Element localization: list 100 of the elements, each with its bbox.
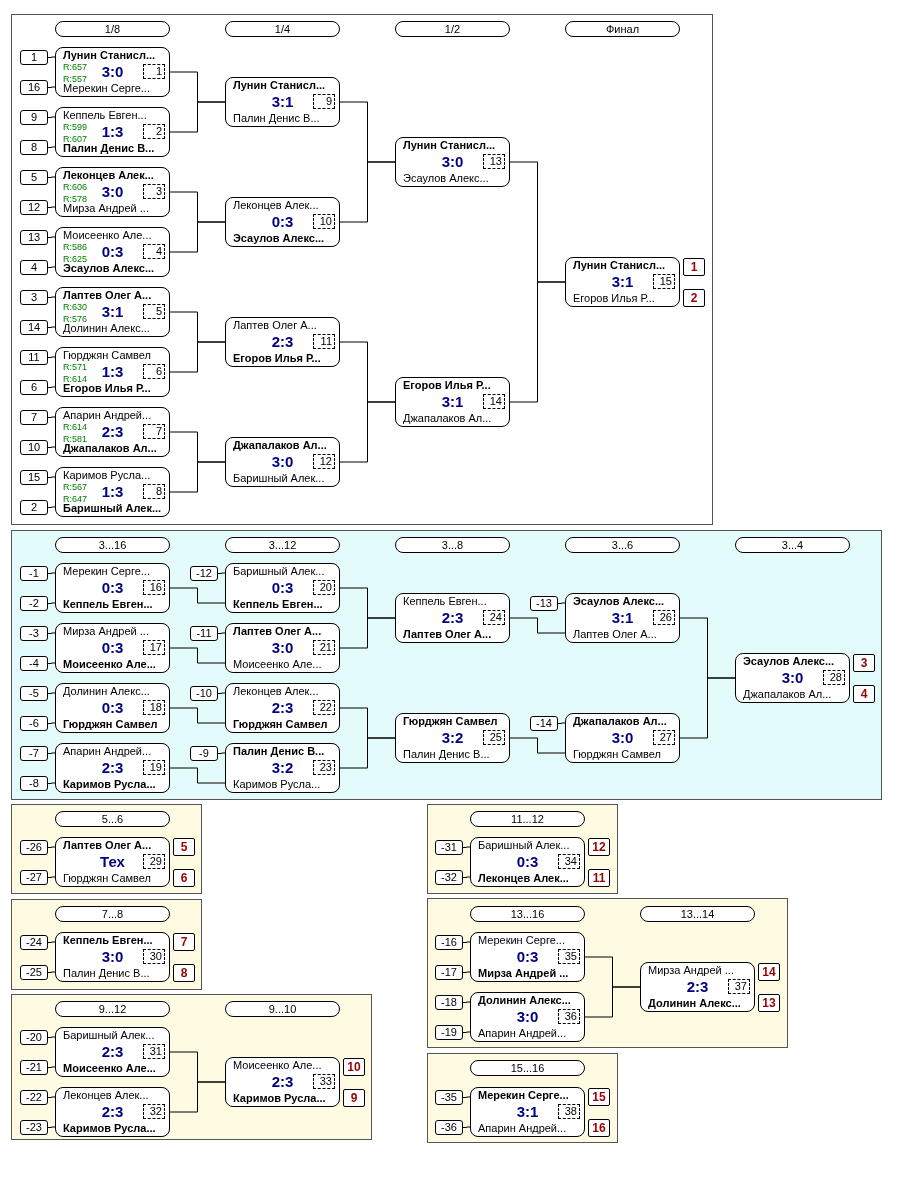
match-number: 15 xyxy=(653,274,675,289)
place-number: 6 xyxy=(173,869,195,887)
bracket-panel xyxy=(427,1053,618,1143)
match-card xyxy=(565,593,680,643)
player-name: Долинин Алекс... xyxy=(478,994,571,1007)
rating: R:614 xyxy=(63,422,88,432)
bracket-line xyxy=(462,1096,471,1098)
player-name: Лунин Станисл... xyxy=(233,79,326,92)
bracket-line xyxy=(47,752,56,754)
bracket-panel xyxy=(11,804,202,894)
round-header: 3...12 xyxy=(225,537,340,553)
bracket-panel xyxy=(11,899,202,990)
match-score: 2:3 xyxy=(101,1103,124,1120)
match-score: 0:3 xyxy=(101,699,124,716)
round-header: 13...16 xyxy=(470,906,585,922)
round-header: 3...8 xyxy=(395,537,510,553)
match-card xyxy=(55,932,170,982)
match-card xyxy=(395,137,510,187)
player-name: Джапалаков Ал... xyxy=(743,688,832,701)
round-header: 1/4 xyxy=(225,21,340,37)
match-score: 3:1 xyxy=(611,609,634,626)
rating: R:567 xyxy=(63,482,88,492)
player-name: Баришный Алек... xyxy=(233,472,325,485)
bracket-line xyxy=(47,56,56,58)
match-number: 30 xyxy=(143,949,165,964)
match-card xyxy=(55,347,170,397)
player-name: Эсаулов Алекс... xyxy=(63,262,155,275)
player-name: Джапалаков Ал... xyxy=(403,412,492,425)
seed-box: 14 xyxy=(20,320,48,335)
player-name: Эсаулов Алекс... xyxy=(573,595,665,608)
match-score: 0:3 xyxy=(101,579,124,596)
player-name: Егоров Илья Р... xyxy=(573,292,655,305)
bracket-line xyxy=(47,416,56,418)
round-header: 3...6 xyxy=(565,537,680,553)
match-score: 2:3 xyxy=(271,333,294,350)
match-number: 6 xyxy=(143,364,165,379)
rating: R:630 xyxy=(63,302,88,312)
match-number: 18 xyxy=(143,700,165,715)
seed-box: -9 xyxy=(190,746,218,761)
match-card xyxy=(640,962,755,1012)
place-number: 2 xyxy=(683,289,705,307)
place-number: 10 xyxy=(343,1058,365,1076)
seed-box: -18 xyxy=(435,995,463,1010)
player-name: Палин Денис В... xyxy=(63,967,150,980)
match-number: 4 xyxy=(143,244,165,259)
match-card xyxy=(55,227,170,277)
player-name: Лаптев Олег А... xyxy=(573,628,657,641)
seed-box: -35 xyxy=(435,1090,463,1105)
seed-box: -11 xyxy=(190,626,218,641)
match-score: 2:3 xyxy=(101,423,124,440)
player-name: Долинин Алекс... xyxy=(648,997,741,1010)
match-score: 1:3 xyxy=(101,363,124,380)
player-name: Мирза Андрей ... xyxy=(648,964,734,977)
match-number: 3 xyxy=(143,184,165,199)
player-name: Палин Денис В... xyxy=(63,142,155,155)
bracket-line xyxy=(169,1081,226,1113)
player-name: Апарин Андрей... xyxy=(63,409,152,422)
bracket-panel xyxy=(11,994,372,1140)
seed-box: -26 xyxy=(20,840,48,855)
match-card xyxy=(225,623,340,673)
bracket-line xyxy=(47,1096,56,1098)
bracket-line xyxy=(557,602,566,604)
place-number: 8 xyxy=(173,964,195,982)
seed-box: -19 xyxy=(435,1025,463,1040)
bracket-line xyxy=(339,401,396,463)
match-card xyxy=(225,77,340,127)
player-name: Кеппель Евген... xyxy=(63,598,153,611)
player-name: Гюрджян Самвел xyxy=(233,718,328,731)
match-number: 21 xyxy=(313,640,335,655)
bracket-line xyxy=(47,941,56,943)
match-score: 3:0 xyxy=(441,153,464,170)
place-number: 9 xyxy=(343,1089,365,1107)
bracket-line xyxy=(462,971,471,973)
bracket-line xyxy=(462,1031,471,1033)
player-name: Лаптев Олег А... xyxy=(403,628,492,641)
place-number: 14 xyxy=(758,963,780,981)
player-name: Мерекин Серге... xyxy=(478,1089,569,1102)
player-name: Моисеенко Але... xyxy=(63,1062,156,1075)
seed-box: 5 xyxy=(20,170,48,185)
seed-box: 2 xyxy=(20,500,48,515)
seed-box: -10 xyxy=(190,686,218,701)
bracket-line xyxy=(47,722,56,724)
bracket-line xyxy=(47,876,56,878)
match-score: 2:3 xyxy=(686,978,709,995)
bracket-line xyxy=(169,221,226,253)
seed-box: -7 xyxy=(20,746,48,761)
bracket-line xyxy=(462,846,471,848)
match-number: 35 xyxy=(558,949,580,964)
player-name: Леконцев Алек... xyxy=(63,169,154,182)
match-card xyxy=(225,317,340,367)
match-number: 2 xyxy=(143,124,165,139)
match-score: 3:0 xyxy=(611,729,634,746)
seed-box: -25 xyxy=(20,965,48,980)
bracket-line xyxy=(217,752,226,754)
match-number: 12 xyxy=(313,454,335,469)
bracket-line xyxy=(169,767,226,784)
player-name: Баришный Алек... xyxy=(63,1029,155,1042)
round-header: 3...4 xyxy=(735,537,850,553)
bracket-panel xyxy=(11,530,882,800)
player-name: Леконцев Алек... xyxy=(233,199,319,212)
